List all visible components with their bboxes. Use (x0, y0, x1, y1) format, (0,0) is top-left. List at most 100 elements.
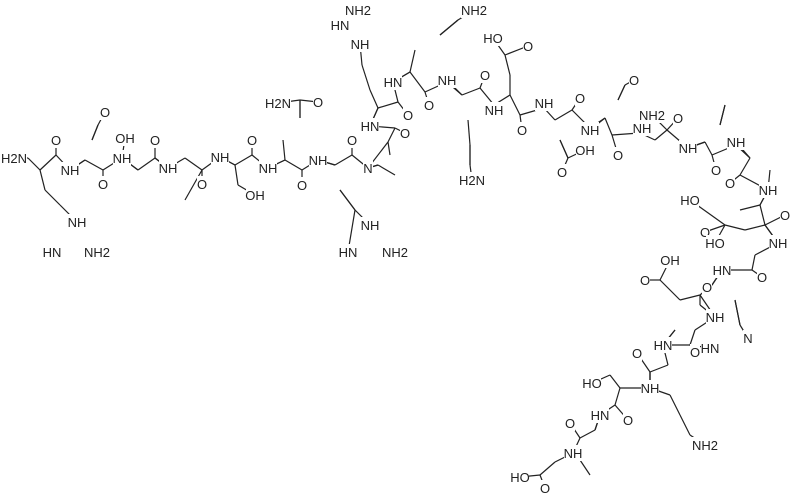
side-chain-bond (617, 84, 626, 101)
atom-label: HN (713, 263, 732, 278)
label-background (557, 164, 567, 180)
backbone-bond (234, 154, 253, 166)
atom-label: O (702, 280, 712, 295)
label-background (641, 380, 659, 396)
label-background (743, 330, 753, 346)
atom-label: O (313, 95, 323, 110)
label-background (706, 235, 724, 251)
atom-label: HN (361, 119, 380, 134)
backbone-bond (387, 127, 396, 143)
atom-label: HO (680, 193, 700, 208)
atom-label: NH (351, 37, 370, 52)
label-background (692, 437, 718, 453)
atom-label: NH (438, 73, 457, 88)
atom-label: NH (581, 123, 600, 138)
side-chain-bond (679, 414, 691, 436)
atom-label: N (743, 331, 752, 346)
label-background (113, 150, 131, 166)
label-background (61, 162, 79, 178)
atom-label: O (150, 133, 160, 148)
atom-label: O (557, 165, 567, 180)
label-background (259, 160, 277, 176)
label-background (632, 345, 642, 361)
label-background (757, 269, 767, 285)
atom-label: O (780, 208, 790, 223)
side-chain-bond (719, 104, 726, 126)
atom-label: O (480, 68, 490, 83)
side-chain-bond (467, 119, 471, 146)
backbone-bond (539, 461, 556, 476)
atom-label: HO (510, 470, 530, 485)
label-background (701, 340, 719, 356)
atom-label: NH2 (639, 108, 665, 123)
label-background (700, 224, 710, 240)
atom-label: H2N (1, 151, 27, 166)
label-background (613, 147, 623, 163)
label-background (331, 17, 349, 33)
atom-label: O (540, 481, 550, 496)
atom-label: NH (727, 135, 746, 150)
label-background (591, 407, 609, 423)
atom-label: NH (759, 183, 778, 198)
atom-label: OH (245, 188, 265, 203)
backbone-bond (377, 101, 399, 109)
backbone-bond (284, 159, 303, 171)
label-background (706, 309, 724, 325)
atom-label: HN (591, 408, 610, 423)
atom-label: NH (633, 121, 652, 136)
atom-label: NH2 (461, 3, 487, 18)
backbone-bond (759, 204, 766, 226)
atom-label: O (403, 108, 413, 123)
label-background (361, 118, 379, 134)
atom-label: O (673, 111, 683, 126)
side-chain-bond (44, 189, 61, 206)
side-chain-bond (377, 164, 396, 176)
atom-label: O (629, 73, 639, 88)
atom-label: NH2 (382, 245, 408, 260)
label-background (679, 140, 697, 156)
label-background (523, 38, 533, 54)
backbone-bond (509, 94, 521, 116)
label-background (309, 152, 327, 168)
atom-label: NH (159, 161, 178, 176)
label-background (363, 160, 373, 176)
atom-label: NH (679, 141, 698, 156)
side-chain-bond (579, 459, 591, 476)
label-background (461, 2, 487, 18)
label-background (400, 125, 410, 141)
label-background (673, 110, 683, 126)
atom-label: O (711, 163, 721, 178)
backbone-bond (27, 157, 41, 171)
atom-label: NH (641, 381, 660, 396)
label-background (769, 235, 787, 251)
atom-label: NH (113, 151, 132, 166)
atom-label: O (640, 273, 650, 288)
backbone-bond (604, 117, 613, 136)
side-chain-bond (339, 189, 356, 211)
side-chain-bond (282, 139, 286, 161)
atom-label: NH (211, 150, 230, 165)
atom-label: HN (339, 245, 358, 260)
label-background (725, 175, 735, 191)
atom-label: O (98, 177, 108, 192)
label-background (197, 176, 207, 192)
atom-label: OH (575, 143, 595, 158)
atom-label: H2N (265, 96, 291, 111)
label-background (424, 97, 434, 113)
atom-label: O (623, 413, 633, 428)
label-background (702, 279, 712, 295)
label-background (159, 160, 177, 176)
side-chain-bond (744, 224, 766, 231)
backbone-bond (649, 364, 669, 373)
atom-label: O (100, 105, 110, 120)
atom-label: NH (259, 161, 278, 176)
atom-label: O (297, 178, 307, 193)
label-background (640, 272, 650, 288)
side-chain-bond (234, 164, 239, 186)
atom-label: O (700, 225, 710, 240)
label-background (1, 150, 27, 166)
atom-label: NH (535, 96, 554, 111)
atom-label: NH (769, 236, 788, 251)
backbone-bond (184, 157, 203, 171)
